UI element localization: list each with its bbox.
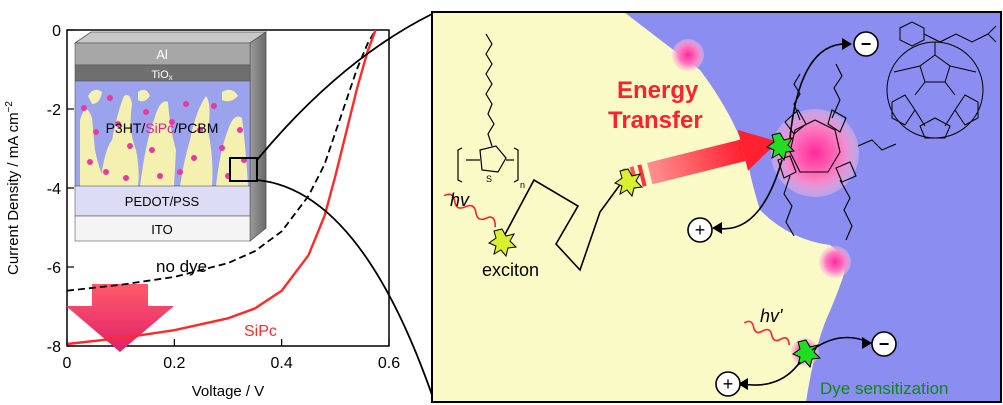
stack-top-face — [73, 31, 268, 44]
x-tick-label: 0 — [63, 355, 72, 372]
exciton-star-middle — [613, 168, 644, 198]
series-line-sipc — [66, 29, 377, 346]
dye-sensitization-label: Dye sensitization — [820, 379, 949, 398]
y-axis: 0 -2 -4 -6 -8 — [47, 23, 74, 356]
electron-top: − — [853, 31, 879, 57]
hv-prime-label: hv' — [760, 306, 783, 326]
p3ht-subscript-n: n — [520, 180, 525, 190]
layer-ito — [74, 215, 251, 242]
zoom-box — [229, 157, 258, 182]
p3ht-sulfur: S — [486, 174, 492, 184]
layer-pedot — [74, 185, 251, 217]
x-axis-label: Voltage / V — [192, 383, 265, 400]
y-tick-label: -6 — [47, 260, 61, 277]
energy-transfer-label-1: Energy — [617, 77, 699, 104]
annotation-sipc: SiPc — [244, 323, 277, 340]
layer-al-label: Al — [156, 47, 168, 62]
hole-bottom-sign: + — [723, 374, 734, 394]
hole-bottom: + — [715, 371, 741, 397]
stack-side-face — [249, 31, 267, 242]
electron-bottom: − — [871, 331, 897, 357]
x-tick-label: 0.6 — [378, 355, 400, 372]
hv-label: hv — [450, 190, 470, 210]
light-wave-hv — [443, 193, 496, 228]
light-wave-hv-prime — [743, 320, 791, 346]
improvement-arrow — [66, 284, 174, 352]
x-tick-label: 0.4 — [271, 355, 293, 372]
layer-tiox-label: TiOx — [151, 69, 172, 82]
layer-ito-label: ITO — [151, 222, 172, 237]
dye-molecule-center — [771, 109, 859, 197]
electron-top-sign: − — [861, 34, 872, 54]
p3ht-structure — [457, 33, 519, 183]
p3ht-region — [432, 12, 845, 402]
y-tick-label: 0 — [52, 23, 61, 40]
y-tick-label: -4 — [47, 181, 61, 198]
electron-bottom-sign: − — [879, 334, 890, 354]
series-line-no-dye — [66, 29, 377, 292]
y-tick-label: -8 — [47, 339, 61, 356]
hole-top: + — [687, 217, 713, 243]
pcbm-structure — [886, 21, 997, 139]
panel-border — [431, 11, 1002, 403]
exciton-diffusion-path — [501, 178, 623, 272]
arrowheads — [712, 38, 872, 390]
zoom-connectors — [256, 13, 433, 396]
exciton-label: exciton — [482, 260, 539, 280]
y-axis-label: Current Density / mA cm−2 — [4, 101, 22, 275]
y-tick-label: -2 — [47, 102, 61, 119]
layer-pedot-label: PEDOT/PSS — [125, 194, 200, 209]
exciton-star-start — [487, 228, 518, 258]
dye-molecule-top — [672, 39, 704, 71]
hole-top-sign: + — [695, 220, 706, 240]
layer-active-label: P3HT/SiPc/PCBM — [106, 120, 219, 136]
p3ht-domains — [80, 89, 248, 186]
x-axis: 0 0.2 0.4 0.6 — [63, 339, 400, 372]
energy-transfer-label-2: Transfer — [608, 107, 703, 134]
x-tick-label: 0.2 — [163, 355, 185, 372]
jv-chart: Al TiOx — [4, 23, 400, 400]
device-stack-inset: Al TiOx — [73, 31, 268, 242]
dye-molecule-lower — [819, 246, 851, 278]
annotation-no-dye: no dye — [156, 257, 207, 276]
excited-dye-star — [765, 132, 796, 162]
mechanism-panel: S n — [431, 11, 1002, 403]
